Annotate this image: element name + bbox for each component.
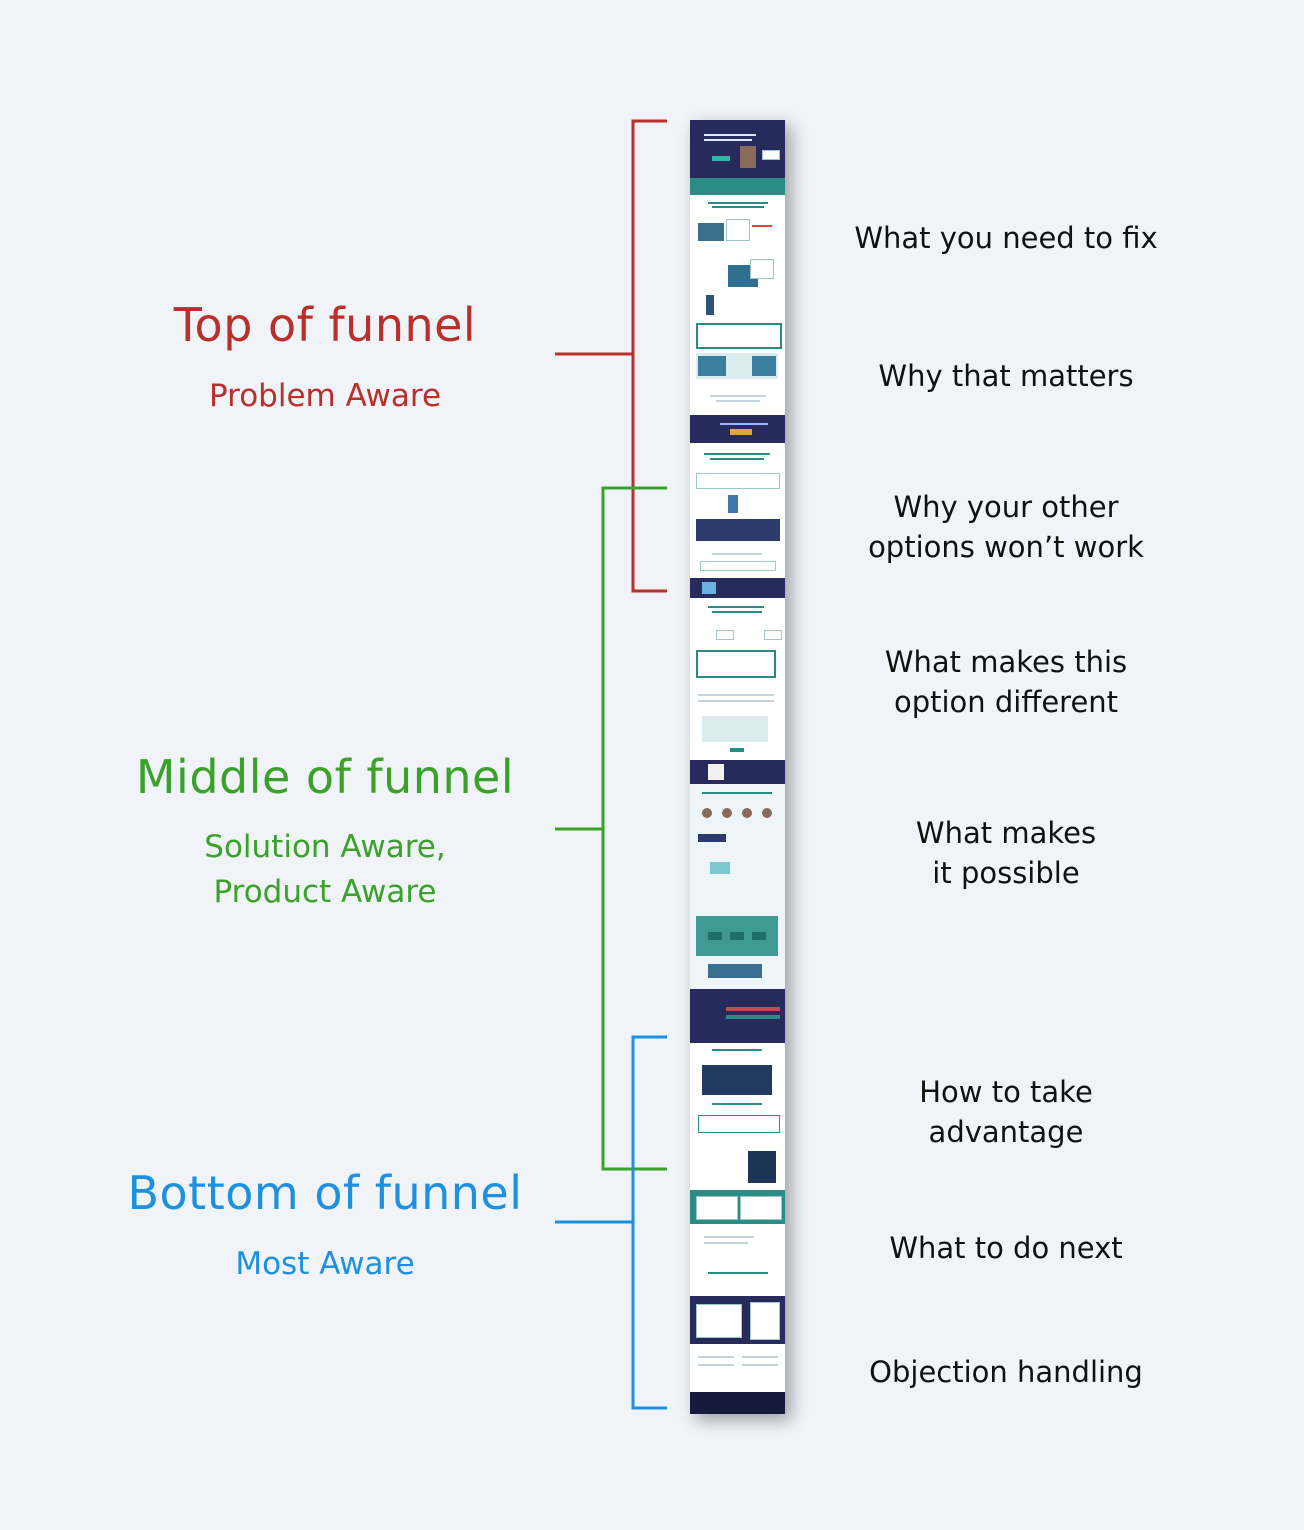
thumb-dark-band-1 [690, 415, 785, 443]
section-label-do-next: What to do next [826, 1228, 1186, 1268]
thumb-talent-section [690, 784, 785, 989]
section-label-option-different: What makes this option different [826, 642, 1186, 722]
thumb-advantage-section [690, 1043, 785, 1190]
bottom-funnel-title: Bottom of funnel [127, 1166, 523, 1220]
thumb-next-steps-band [690, 1190, 785, 1224]
section-label-take-advantage: How to take advantage [826, 1072, 1186, 1152]
section-label-line: What to do next [889, 1231, 1123, 1265]
thumb-faq-section [690, 1344, 785, 1392]
top-funnel-title: Top of funnel [173, 298, 477, 352]
middle-funnel-subtitle-line-1: Solution Aware, [204, 829, 446, 865]
section-label-line: advantage [928, 1115, 1084, 1149]
section-label-makes-it-possible: What makes it possible [826, 813, 1186, 893]
section-label-line: What makes this [884, 645, 1128, 679]
thumb-comparison-band [690, 989, 785, 1043]
thumb-hero [690, 120, 785, 178]
section-label-line: it possible [932, 856, 1080, 890]
section-label-line: What makes [915, 816, 1097, 850]
landing-page-thumbnail [690, 120, 785, 1414]
thumb-three-cards [696, 323, 782, 349]
thumb-problem-section [690, 195, 785, 415]
middle-funnel-subtitle-line-2: Product Aware [213, 874, 437, 910]
middle-funnel-bracket [555, 486, 667, 1171]
section-label-line: options won’t work [868, 530, 1144, 564]
section-label-other-options: Why your other options won’t work [826, 487, 1186, 567]
section-label-what-you-need-to-fix: What you need to fix [826, 218, 1186, 258]
bottom-funnel-subtitle: Most Aware [235, 1246, 415, 1282]
thumb-footer [690, 1392, 785, 1414]
thumb-solution-section [690, 598, 785, 760]
section-label-line: How to take [919, 1075, 1093, 1109]
thumb-dark-band-2 [690, 578, 785, 598]
middle-funnel-title: Middle of funnel [135, 750, 515, 804]
top-funnel-bracket [555, 119, 667, 593]
thumb-quote-section [690, 443, 785, 578]
section-label-line: Objection handling [869, 1355, 1143, 1389]
thumb-form-band [690, 1296, 785, 1344]
section-label-why-that-matters: Why that matters [826, 356, 1186, 396]
section-label-line: Why your other [893, 490, 1119, 524]
section-label-line: What you need to fix [854, 221, 1158, 255]
thumb-do-next-section [690, 1224, 785, 1296]
section-label-line: option different [893, 685, 1119, 719]
thumb-dark-band-3 [690, 760, 785, 784]
thumb-stats-band [690, 178, 785, 195]
top-funnel-subtitle: Problem Aware [208, 378, 442, 414]
bottom-funnel-bracket [555, 1035, 667, 1410]
section-label-line: Why that matters [878, 359, 1134, 393]
section-label-objection-handling: Objection handling [826, 1352, 1186, 1392]
